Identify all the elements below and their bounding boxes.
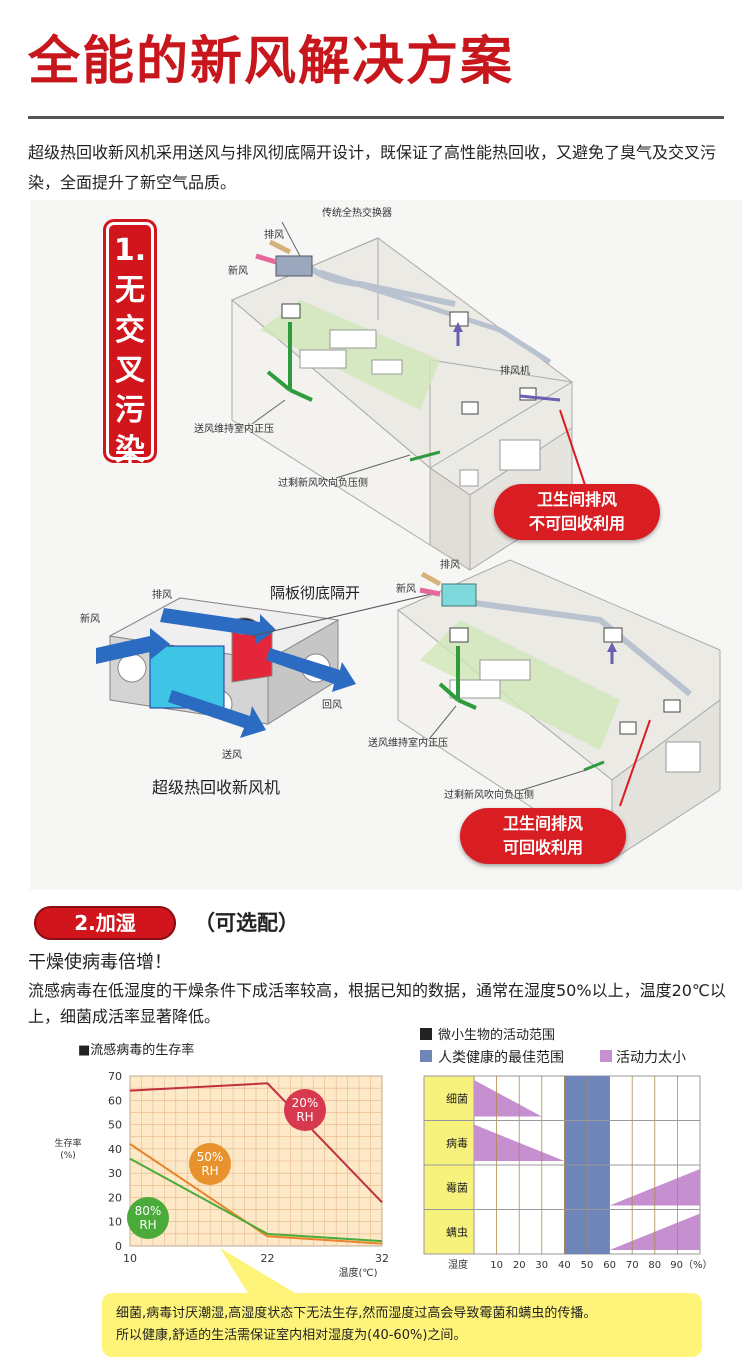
bottom-diagrams [96,559,721,861]
machine-caption: 超级热回收新风机 [152,778,281,797]
x-tick-label: 30 [535,1260,548,1271]
x-tick-label: 50 [581,1260,594,1271]
x-tick-label: 40 [558,1260,571,1271]
legend-label: 人类健康的最佳范围 [438,1049,564,1066]
row-label: 病毒 [446,1136,468,1150]
label-supply-air: 送风 [222,750,242,761]
tag-char: 叉 [115,353,145,388]
label-fresh-bottom: 新风 [396,584,416,595]
series-badge [189,1143,231,1185]
note-line1: 细菌,病毒讨厌潮湿,高湿度状态下无法生存,然而湿度过高会导致霉菌和螨虫的传播。 [116,1306,597,1321]
label-surplus-bottom: 过剩新风吹向负压侧 [444,790,534,801]
y-tick-label: 60 [108,1094,122,1107]
bubble-not-recyclable: 卫生间排风 不可回收利用 [494,484,660,540]
label-surplus-top: 过剩新风吹向负压侧 [278,478,368,489]
bubble-line1: 卫生间排风 [502,814,583,833]
title-divider [28,116,724,119]
y-axis-label-part: 生​存​率 [54,1137,81,1149]
label-exhaust-fan: 排风机 [500,366,530,377]
legend-swatch [600,1050,612,1062]
legend-swatch [420,1050,432,1062]
x-axis-label: 湿度 [448,1258,468,1271]
y-axis-label-part: (%) [60,1151,76,1161]
bubble-line2: 不可回收利用 [528,514,625,533]
chart-title: ■流感病毒的生存率 [78,1042,194,1058]
label-fresh-machine: 新风 [80,614,100,625]
label-fresh-top: 新风 [228,266,248,277]
x-tick-label: 70 [626,1260,639,1271]
x-tick-label: 10 [490,1260,503,1271]
x-tick-label: 10 [123,1252,137,1265]
x-tick-label: 32 [375,1252,389,1265]
label-return-air: 回风 [322,700,342,711]
label-supply-bottom: 送风维持室内正压 [368,738,448,749]
series-line [129,1082,383,1203]
series-label: RH [296,1110,313,1124]
x-tick-label: 60 [603,1260,616,1271]
tag-char: 无 [115,273,145,308]
row-label: 霉菌 [446,1181,468,1194]
bubble-line1: 卫生间排风 [536,490,617,509]
y-tick-label: 10 [108,1216,122,1229]
y-tick-label: 20 [108,1191,122,1204]
label-traditional-exchanger: 传统全热交换器 [322,208,392,219]
series-line [129,1157,383,1243]
label-supply-top: 送风维持室内正压 [194,424,274,435]
tag-char: 染 [115,433,145,468]
label-exhaust-machine: 排风 [152,590,172,601]
y-tick-label: 0 [115,1240,122,1253]
x-tick-label: 90（%） [670,1259,712,1271]
page-title: 全能的新风解决方案 [28,32,515,92]
y-tick-label: 40 [108,1143,122,1156]
x-tick-label: 80 [648,1260,661,1271]
section1-tag: 1. 无 交 叉 污 染 [106,222,154,468]
bubble-recyclable: 卫生间排风 可回收利用 [460,808,626,864]
x-axis-label: 温度(℃) [338,1266,377,1279]
legend-label: 活动力太小 [616,1050,686,1066]
series-line [129,1143,383,1245]
series-badge [284,1089,326,1131]
bubble-line2: 可回收利用 [502,838,583,857]
y-tick-label: 70 [108,1070,122,1083]
row-label: 细菌 [446,1092,468,1105]
section2-paragraph: 流感病毒在低湿度的干燥条件下成活率较高，根据已知的数据，通常在湿度50%以上，温… [28,981,726,1026]
series-label: 50% [197,1150,224,1164]
y-tick-label: 30 [108,1167,122,1180]
x-tick-label: 22 [260,1252,274,1265]
y-tick-label: 50 [108,1119,122,1132]
row-label: 螨虫 [446,1226,468,1239]
label-partition: 隔板彻底隔开 [270,584,361,602]
series-label: RH [201,1164,218,1178]
series-label: 80% [135,1204,162,1218]
tag-number: 1. [113,233,147,268]
x-tick-label: 20 [513,1260,526,1271]
humidity-note: 细菌,病毒讨厌潮湿,高湿度状态下无法生存,然而湿度过高会导致霉菌和螨虫的传播。 … [102,1293,702,1357]
subheading: 干燥使病毒倍增！ [28,952,172,973]
optional-label: （可选配） [194,911,299,935]
section2-tag: 2.加湿 [34,906,176,940]
intro-text: 超级热回收新风机采用送风与排风彻底隔开设计，既保证了高性能热回收，又避免了臭气及… [28,143,717,192]
series-label: RH [139,1218,156,1232]
legend-label: 微小生物的活动范围 [438,1027,555,1043]
series-badge [127,1197,169,1239]
label-exhaust-top: 排风 [264,230,284,241]
label-exhaust-bottom: 排风 [440,560,460,571]
tag-char: 交 [115,313,145,348]
tag-char: 污 [115,393,145,428]
note-line2: 所以健康,舒适的生活需保证室内相对湿度为(40-60%)之间。 [116,1328,467,1343]
series-label: 20% [292,1096,319,1110]
legend-swatch [420,1028,432,1040]
